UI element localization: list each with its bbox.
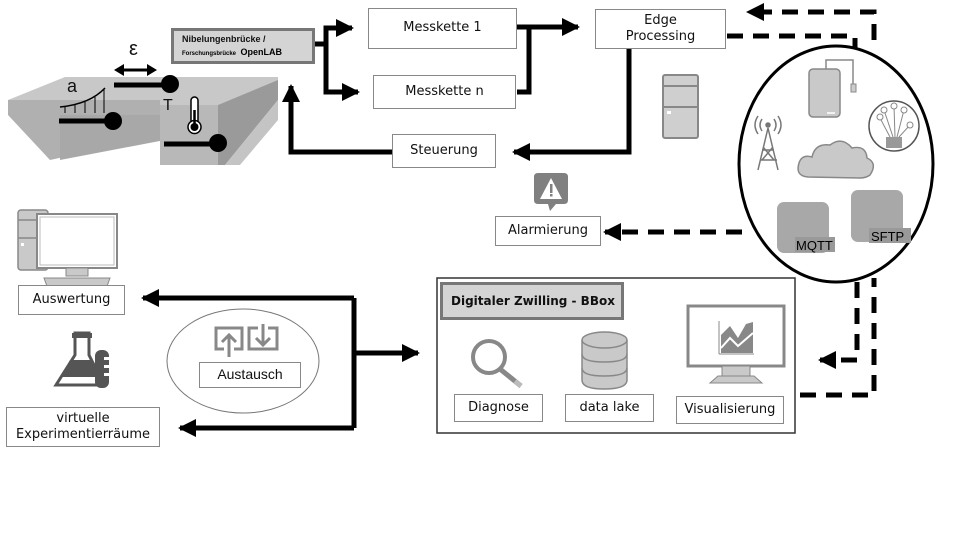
digital-twin-title-box[interactable]: Digitaler Zwilling - BBox	[440, 282, 624, 320]
external-drive-icon	[808, 59, 857, 118]
dashed-cloud-to-edge-return	[746, 3, 877, 40]
dashed-cloud-to-twin	[818, 282, 860, 369]
sensor-acceleration-head	[104, 112, 122, 130]
data-lake-box[interactable]: data lake	[565, 394, 654, 422]
database-icon	[581, 331, 628, 390]
visualisierung-box[interactable]: Visualisierung	[676, 396, 784, 424]
bridge-deck-left-side	[60, 115, 165, 160]
connector-messkette-n-merge	[517, 27, 532, 95]
bridge-deck-right-inner	[225, 100, 278, 165]
download-icon	[247, 324, 279, 351]
mqtt-label: MQTT	[796, 238, 833, 253]
dashed-connectors	[603, 3, 877, 398]
dashed-twin-to-cloud	[800, 278, 877, 398]
radio-tower-icon	[754, 115, 782, 171]
diagnose-box[interactable]: Diagnose	[454, 394, 543, 422]
sensor-label-temperature: T	[163, 97, 173, 114]
upload-icon	[214, 326, 244, 357]
dashed-edge-to-cloud	[727, 33, 858, 48]
mqtt-icon: MQTT	[777, 202, 835, 253]
virtuelle-line2: Experimentierräume	[15, 427, 151, 442]
virtuelle-line1: virtuelle	[56, 410, 110, 426]
thermometer-icon	[187, 96, 202, 135]
bridge-deck-right-front	[160, 105, 218, 165]
cloud-icon	[797, 140, 875, 179]
monitor-chart-icon	[686, 304, 786, 384]
acceleration-curve	[59, 87, 106, 108]
strain-arrow-right	[147, 64, 157, 76]
sftp-icon: SFTP	[851, 190, 911, 244]
sensor-label-acceleration: a	[67, 76, 78, 96]
bridge-title-line2-small: Forschungsbrücke	[182, 51, 237, 57]
alarmierung-box[interactable]: Alarmierung	[495, 216, 601, 246]
digital-twin-title: Digitaler Zwilling - BBox	[451, 294, 615, 308]
bridge-deck-right-top	[160, 77, 278, 110]
virtuelle-experimentierraeume-box[interactable]: virtuelle Experimentierräume	[6, 407, 160, 447]
austausch-exchange-group	[166, 308, 320, 414]
bridge-deck-right-slope	[218, 80, 278, 165]
solid-connectors	[141, 18, 632, 437]
connector-branch-to-messkette-n	[323, 44, 360, 101]
bridge-illustration	[8, 64, 278, 165]
connector-edge-to-steuerung	[512, 49, 632, 161]
austausch-ellipse	[166, 308, 320, 414]
edge-processing-line2: Processing	[625, 29, 696, 44]
austausch-box[interactable]: Austausch	[199, 362, 301, 388]
edge-processing-box[interactable]: Edge Processing	[595, 9, 726, 49]
bridge-title-line1: Nibelungenbrücke /	[182, 34, 266, 44]
server-tower-icon	[662, 74, 699, 139]
messkette-1-box[interactable]: Messkette 1	[368, 8, 517, 49]
edge-processing-line1: Edge	[644, 12, 677, 28]
desktop-computer-icon	[17, 209, 118, 290]
warning-alert-icon	[534, 173, 568, 211]
connector-steuerung-to-bridge	[282, 84, 392, 155]
sensor-label-strain: ε	[129, 38, 138, 60]
connector-branch-to-messkette-1	[323, 19, 354, 44]
magnifier-icon	[471, 339, 523, 388]
steuerung-box[interactable]: Steuerung	[392, 134, 496, 168]
sensor-temperature-head	[209, 134, 227, 152]
lab-flask-icon	[53, 331, 109, 388]
cloud-services-circle: MQTT SFTP	[737, 44, 935, 284]
bridge-title-box[interactable]: Nibelungenbrücke / Forschungsbrücke Open…	[171, 28, 315, 64]
sensor-strain-head	[161, 75, 179, 93]
auswertung-box[interactable]: Auswertung	[18, 285, 125, 315]
fiber-optic-icon	[868, 100, 920, 152]
messkette-n-box[interactable]: Messkette n	[373, 75, 516, 109]
strain-arrow-left	[114, 64, 124, 76]
bridge-title-line2-bold: OpenLAB	[240, 47, 282, 57]
sftp-label: SFTP	[871, 229, 904, 244]
